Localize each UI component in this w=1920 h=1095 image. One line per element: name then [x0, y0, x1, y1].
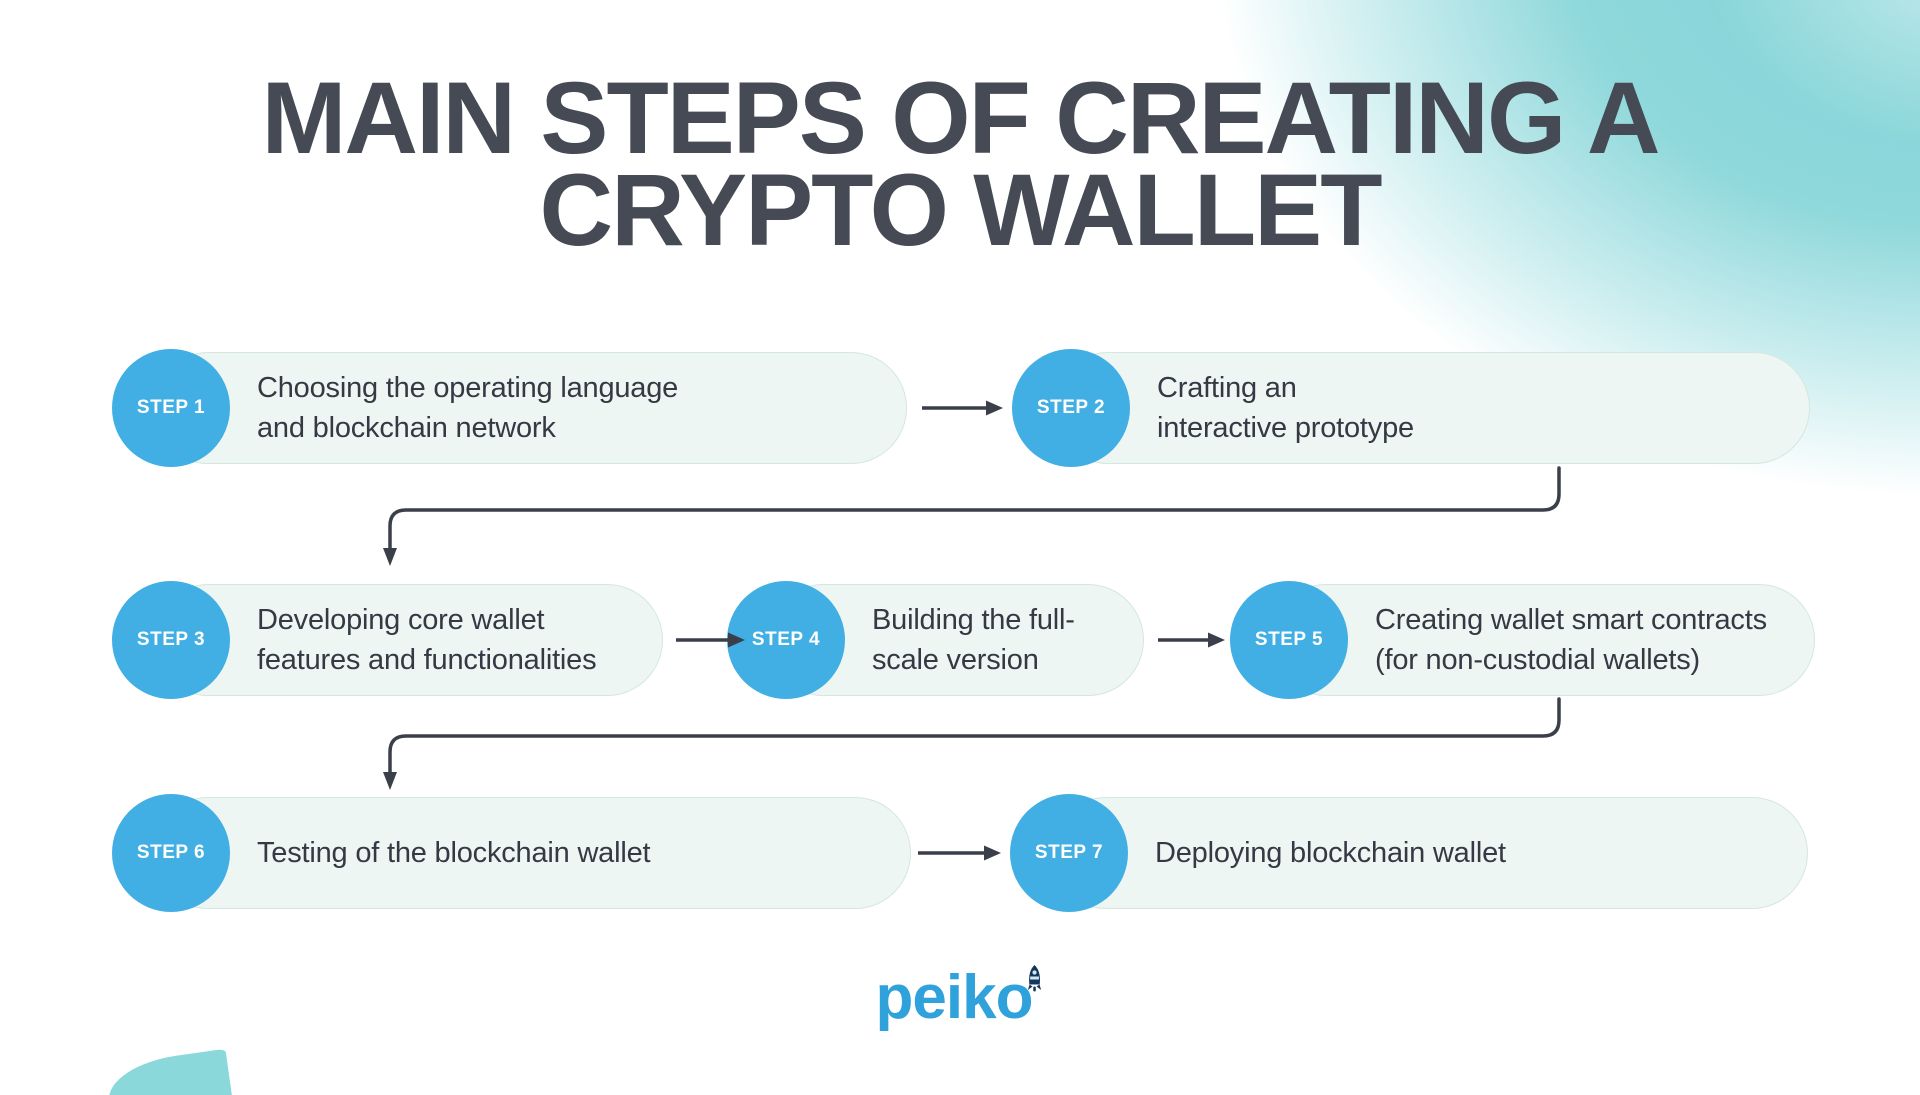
step-7-text: Deploying blockchain wallet: [1155, 833, 1506, 873]
step-3-badge-label: STEP 3: [136, 629, 206, 650]
peiko-logo: peiko: [875, 963, 1045, 1032]
step-2-pill: [1052, 352, 1810, 464]
step-5-badge-label: STEP 5: [1254, 629, 1324, 650]
page-title: MAIN STEPS OF CREATING A CRYPTO WALLET: [0, 61, 1920, 267]
step-2-text-line1: Crafting an: [1157, 372, 1297, 404]
rocket-icon: [1027, 965, 1042, 992]
step-2-badge: STEP 2: [1012, 349, 1130, 467]
step-1-badge: STEP 1: [112, 349, 230, 467]
step-4-text: Building the full- scale version: [872, 600, 1075, 680]
step-row-1: STEP 1 Choosing the operating language a…: [0, 349, 1920, 467]
step-5-badge: STEP 5: [1230, 581, 1348, 699]
step-5-text-line1: Creating wallet smart contracts: [1375, 604, 1767, 636]
step-2-text-line2: interactive prototype: [1157, 412, 1414, 444]
step-3-text: Developing core wallet features and func…: [257, 600, 597, 680]
step-3-text-line1: Developing core wallet: [257, 604, 545, 636]
step-4-badge: STEP 4: [727, 581, 845, 699]
step-6-badge: STEP 6: [112, 794, 230, 912]
page-title-line1: MAIN STEPS OF CREATING A: [261, 61, 1660, 175]
step-7-badge: STEP 7: [1010, 794, 1128, 912]
corner-decoration: [104, 1048, 234, 1095]
step-6-text: Testing of the blockchain wallet: [257, 833, 651, 873]
step-1-badge-label: STEP 1: [136, 397, 206, 418]
step-1-text-line2: and blockchain network: [257, 412, 556, 444]
connector-step2-to-step3: [383, 466, 1561, 566]
step-3-badge: STEP 3: [112, 581, 230, 699]
peiko-logo-text: peiko: [875, 963, 1034, 1032]
step-3-pill: [152, 584, 663, 696]
step-4-text-line2: scale version: [872, 644, 1039, 676]
step-4-text-line1: Building the full-: [872, 604, 1075, 636]
step-3-text-line2: features and functionalities: [257, 644, 597, 676]
step-6-pill: [152, 797, 911, 909]
page-title-line2: CRYPTO WALLET: [539, 153, 1383, 267]
step-2-text: Crafting an interactive prototype: [1157, 368, 1414, 448]
step-5-text: Creating wallet smart contracts (for non…: [1375, 600, 1767, 680]
step-5-text-line2: (for non-custodial wallets): [1375, 644, 1701, 676]
step-4-badge-label: STEP 4: [751, 629, 821, 650]
step-1-text-line1: Choosing the operating language: [257, 372, 679, 404]
step-row-3: STEP 6 Testing of the blockchain wallet …: [0, 794, 1920, 912]
step-6-text-line1: Testing of the blockchain wallet: [257, 837, 651, 869]
step-2-badge-label: STEP 2: [1036, 397, 1106, 418]
step-6-badge-label: STEP 6: [136, 842, 206, 863]
step-5-pill: [1270, 584, 1815, 696]
step-7-badge-label: STEP 7: [1034, 842, 1104, 863]
step-7-text-line1: Deploying blockchain wallet: [1155, 837, 1506, 869]
step-1-text: Choosing the operating language and bloc…: [257, 368, 678, 448]
step-1-pill: [152, 352, 907, 464]
step-row-2: STEP 3 Developing core wallet features a…: [0, 581, 1920, 699]
connector-step5-to-step6: [383, 697, 1561, 790]
step-7-pill: [1050, 797, 1808, 909]
